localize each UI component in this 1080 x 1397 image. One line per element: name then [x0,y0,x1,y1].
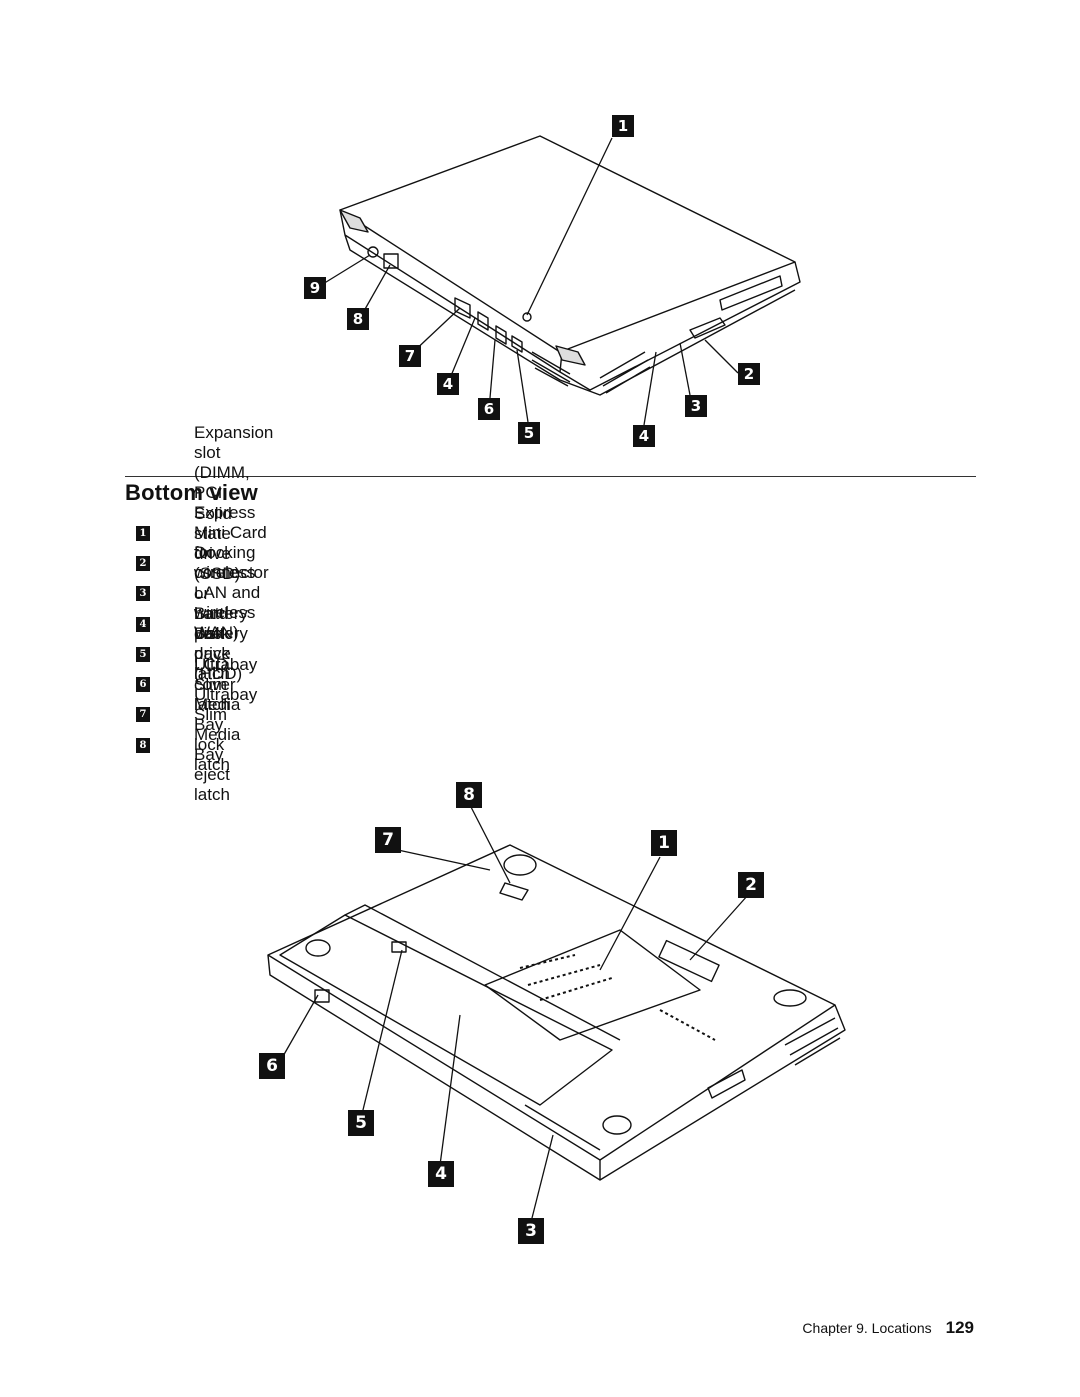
legend-number: 4 [136,616,150,632]
legend-number: 1 [136,525,150,541]
callout-8: 8 [456,782,482,808]
callout-label: 9 [310,279,320,297]
battery-pack [279,914,613,1106]
legend-number: 5 [136,646,150,662]
callout-7: 7 [375,827,401,853]
callout-5: 5 [518,422,540,444]
callout-4: 4 [633,425,655,447]
callout-6: 6 [259,1053,285,1079]
footer-chapter: Chapter 9. Locations [802,1320,932,1336]
power-jack-icon [367,246,379,258]
legend-text: Docking connector [194,543,269,583]
callout-label: 1 [618,117,628,135]
legend-text: Ultrabay Slim Media Bay lock latch [194,654,258,774]
legend-item: 7 Ultrabay Slim Media Bay lock latch [136,655,257,774]
expansion-slot-door [484,929,701,1041]
legend-item: 2 Docking connector [136,543,269,582]
callout-label: 3 [691,397,701,415]
legend-item: 1 Expansion slot (DIMM, PCI Express Mini … [136,423,273,642]
callout-label: 8 [463,785,475,805]
callout-label: 8 [353,310,363,328]
callout-label: 4 [435,1164,447,1184]
callout-9: 9 [304,277,326,299]
section-divider [125,476,976,477]
page-footer: Chapter 9. Locations 129 [802,1318,974,1338]
callout-label: 2 [744,365,754,383]
callout-label: 4 [443,375,453,393]
callout-label: 6 [266,1056,278,1076]
bottom-view-illustration: 8 7 1 2 6 5 4 3 [259,782,846,1244]
callout-label: 7 [405,347,415,365]
legend-text: Expansion slot (DIMM, PCI Express Mini C… [194,423,274,643]
callout-3: 3 [685,395,707,417]
callout-5: 5 [348,1110,374,1136]
callout-8: 8 [347,308,369,330]
legend-item: 3 Solid state drive (SSD) or hard disk dr… [136,504,242,683]
callout-4: 4 [428,1161,454,1187]
legend-text: Battery pack latch [194,624,248,684]
legend-number: 3 [136,586,150,602]
docking-connector-icon [658,939,720,983]
callout-1: 1 [651,830,677,856]
legend-text: LCD cover latch [194,654,236,714]
callout-6: 6 [478,398,500,420]
legend-text: Solid state drive (SSD) or hard disk dri… [194,503,243,683]
legend-number: 8 [136,737,150,753]
legend-number: 2 [136,555,150,571]
legend-item: 4 Battery pack [136,604,248,643]
legend-text: Ultrabay Slim Media Bay eject latch [194,685,258,805]
callout-2: 2 [738,363,760,385]
legend-text: Battery pack [194,604,248,644]
legend-number: 7 [136,707,150,723]
page-number: 129 [945,1318,974,1337]
callout-4b: 4 [437,373,459,395]
legend-item: 8 Ultrabay Slim Media Bay eject latch [136,685,257,804]
callout-label: 5 [524,424,534,442]
callout-label: 1 [658,833,670,853]
callout-1: 1 [612,115,634,137]
callout-3: 3 [518,1218,544,1244]
laptop-base [339,209,801,391]
legend-item: 6 LCD cover latch [136,655,236,714]
section-title: Bottom view [125,480,258,505]
callout-label: 6 [484,400,494,418]
legend-number: 6 [136,677,150,693]
callout-label: 2 [745,875,757,895]
callout-label: 4 [639,427,649,445]
callout-2: 2 [738,872,764,898]
callout-label: 7 [382,830,394,850]
callout-label: 5 [355,1113,367,1133]
rear-view-illustration: 1 2 3 4 4 5 6 7 8 9 [304,115,801,447]
parts-legend: 1 Expansion slot (DIMM, PCI Express Mini … [136,423,273,804]
callout-label: 3 [525,1221,537,1241]
legend-item: 5 Battery pack latch [136,624,248,683]
callout-7: 7 [399,345,421,367]
